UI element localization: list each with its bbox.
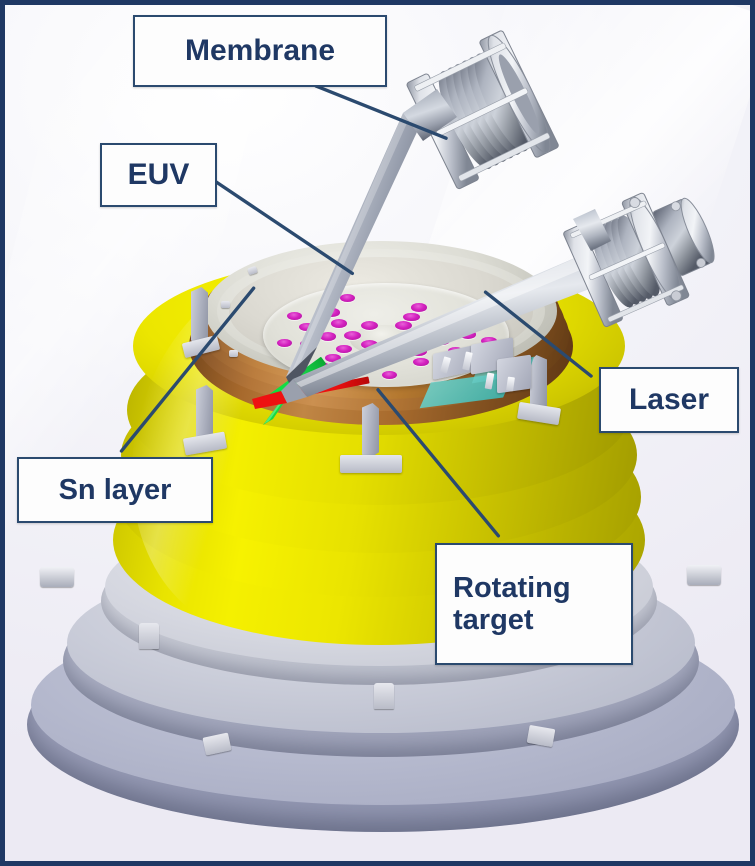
callout-membrane: Membrane <box>133 15 387 87</box>
target-hole <box>381 370 397 380</box>
callout-label-euv: EUV <box>127 158 190 192</box>
target-hole <box>343 330 361 340</box>
target-hole <box>412 357 429 367</box>
target-hole <box>299 322 315 332</box>
callout-sn-layer: Sn layer <box>17 457 213 523</box>
base-fitting-left <box>40 567 74 587</box>
target-hole <box>394 320 412 330</box>
target-hole <box>360 340 378 350</box>
target-hole <box>360 320 378 330</box>
target-hole <box>286 312 302 321</box>
target-hole <box>336 344 353 354</box>
base-port-center <box>374 683 394 709</box>
target-hole <box>339 293 355 302</box>
target-hole <box>403 312 420 322</box>
target-hole <box>411 303 428 312</box>
base-fitting-right <box>687 565 721 585</box>
target-hole <box>330 318 348 328</box>
target-hole <box>325 353 341 363</box>
callout-label-sn-layer: Sn layer <box>58 473 172 506</box>
callout-label-laser: Laser <box>628 383 710 417</box>
base-port-left <box>139 623 159 649</box>
callout-laser: Laser <box>599 367 739 433</box>
mount-bracket-front <box>362 403 379 459</box>
laser-flange-assembly <box>563 192 715 328</box>
callout-euv: EUV <box>100 143 217 207</box>
callout-label-membrane: Membrane <box>184 34 336 68</box>
target-hole <box>319 332 337 341</box>
target-hole <box>276 339 292 348</box>
